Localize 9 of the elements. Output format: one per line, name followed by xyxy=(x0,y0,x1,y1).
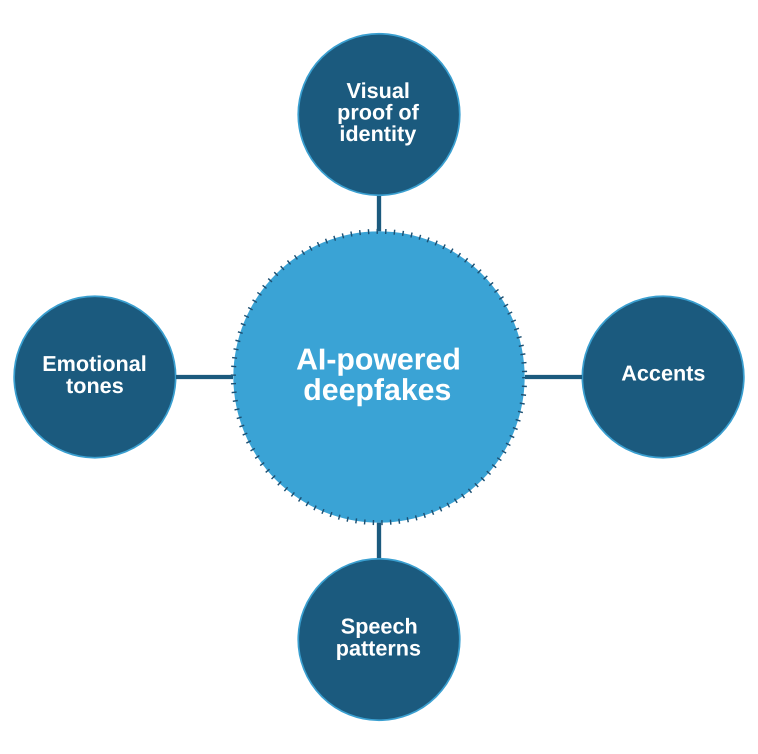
node-circle: Visual proof of identity xyxy=(297,32,461,196)
connector xyxy=(176,374,234,380)
node-circle: Speech patterns xyxy=(297,558,461,722)
node-circle: Emotional tones xyxy=(13,295,177,459)
node-circle: Accents xyxy=(581,295,745,459)
node-circle: AI-powered deepfakes xyxy=(230,228,528,526)
connector xyxy=(376,522,382,558)
connector xyxy=(524,374,582,380)
connector xyxy=(376,196,382,232)
